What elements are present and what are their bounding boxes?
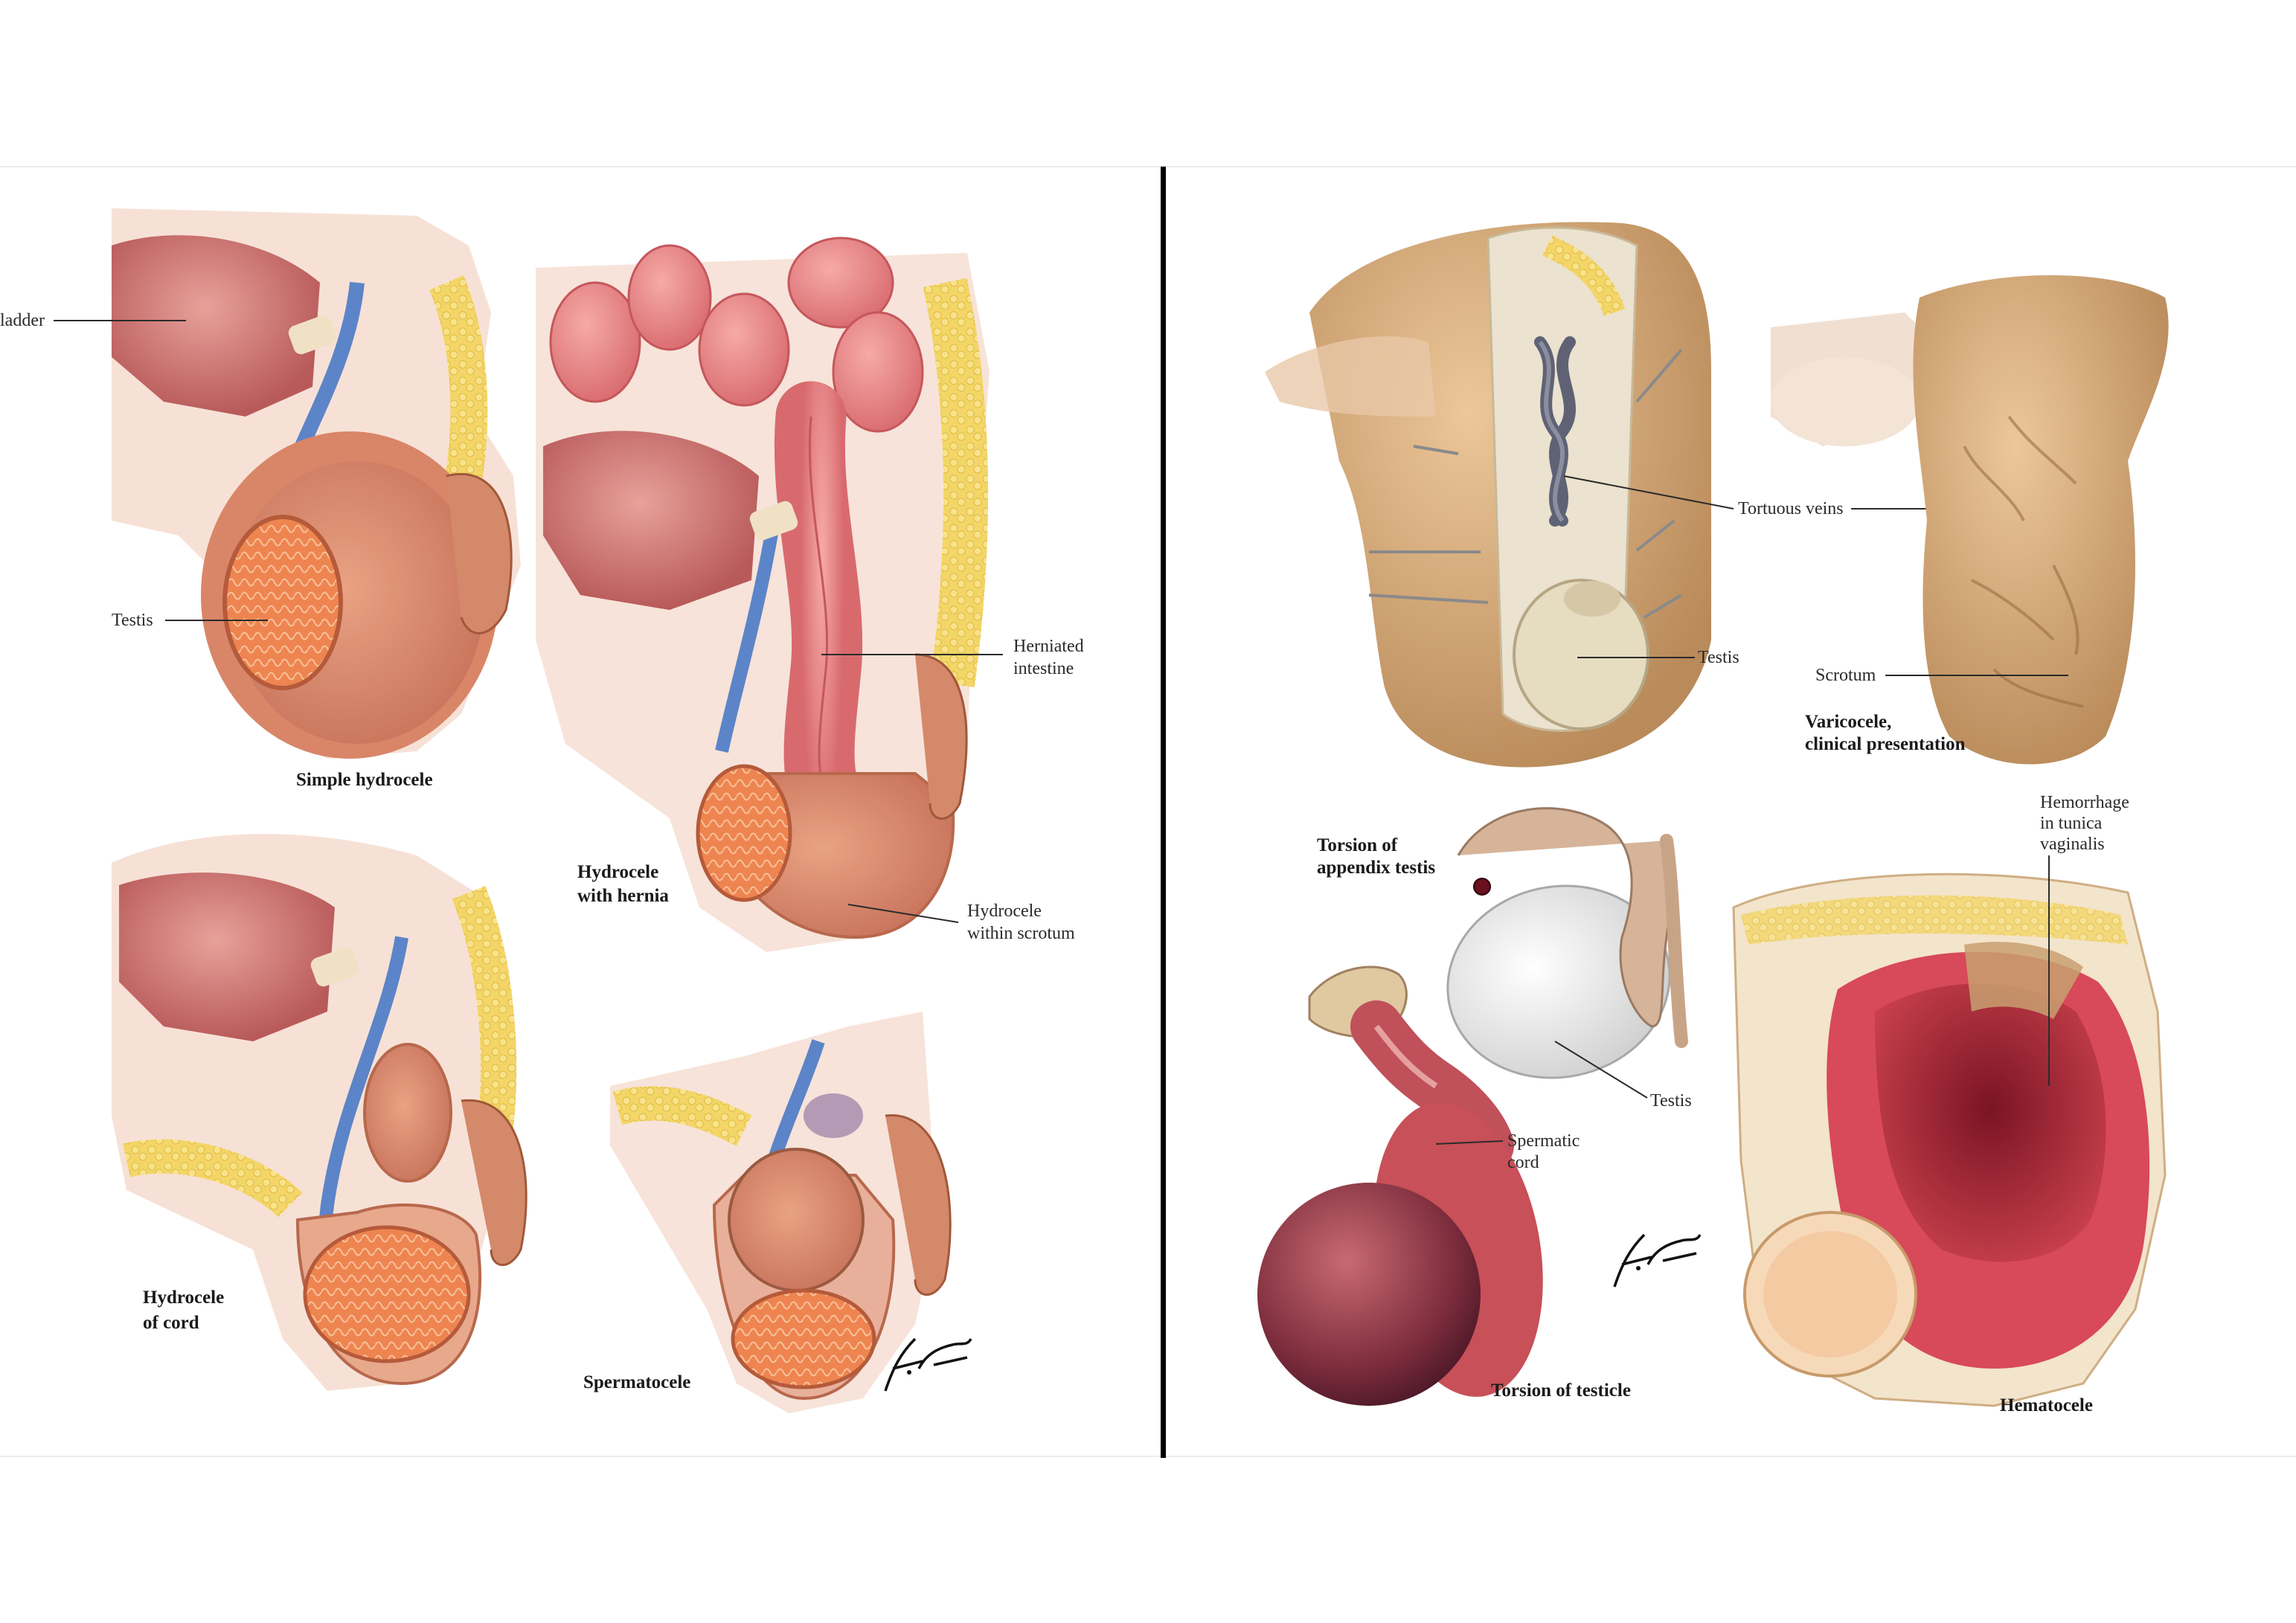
label-hemorrhage-2: in tunica [2040, 814, 2103, 833]
caption-simple-hydrocele: Simple hydrocele [296, 770, 433, 790]
caption-torsion-of-testicle: Torsion of testicle [1491, 1381, 1631, 1401]
label-spermatic-cord-1: Spermatic [1507, 1131, 1580, 1151]
label-hydrocele-within-scrotum-1: Hydrocele [967, 902, 1042, 921]
torsion-of-testicle-illustration [1257, 965, 1543, 1406]
caption-hematocele: Hematocele [2000, 1395, 2093, 1415]
caption-varicocele-2: clinical presentation [1805, 734, 1966, 754]
netter-signature-left [884, 1337, 972, 1392]
label-herniated-intestine-2: intestine [1013, 659, 1074, 678]
panel-divider [1161, 167, 1166, 1458]
label-testis-torsion: Testis [1650, 1091, 1692, 1111]
varicocele-surgical-illustration [1265, 222, 1711, 768]
varicocele-clinical-illustration [1771, 275, 2169, 765]
label-scrotum: Scrotum [1815, 666, 1876, 685]
label-hemorrhage-1: Hemorrhage [2040, 793, 2129, 812]
label-hydrocele-within-scrotum-2: within scrotum [967, 924, 1075, 943]
caption-torsion-appendix-1: Torsion of [1317, 835, 1398, 855]
label-tortuous-veins: Tortuous veins [1738, 499, 1844, 518]
label-spermatic-cord-2: cord [1507, 1153, 1539, 1172]
label-testis-varicocele: Testis [1698, 648, 1739, 667]
caption-hydrocele-with-hernia-2: with hernia [577, 886, 669, 906]
spermatocele-illustration [610, 1012, 952, 1413]
label-bladder: ladder [0, 311, 45, 330]
caption-varicocele-1: Varicocele, [1805, 712, 1891, 732]
hydrocele-with-hernia-illustration [536, 237, 990, 952]
torsion-appendix-testis-illustration [1446, 807, 1688, 1079]
hydrocele-of-cord-illustration [112, 834, 527, 1391]
left-panel: ladder Testis Simple hydrocele He [0, 208, 1084, 1413]
caption-hydrocele-of-cord-1: Hydrocele [143, 1288, 224, 1308]
right-panel: Tortuous veins Testis Scrotum Varicocele… [1257, 222, 2169, 1415]
caption-hydrocele-with-hernia-1: Hydrocele [577, 862, 658, 882]
hematocele-illustration [1732, 872, 2167, 1407]
label-hemorrhage-3: vaginalis [2040, 835, 2105, 854]
simple-hydrocele-illustration [112, 208, 521, 759]
caption-spermatocele: Spermatocele [583, 1372, 690, 1392]
netter-signature-right [1613, 1233, 1702, 1288]
caption-torsion-appendix-2: appendix testis [1317, 858, 1435, 878]
label-herniated-intestine-1: Herniated [1013, 637, 1084, 656]
caption-hydrocele-of-cord-2: of cord [143, 1313, 199, 1333]
label-testis-left: Testis [112, 611, 153, 630]
